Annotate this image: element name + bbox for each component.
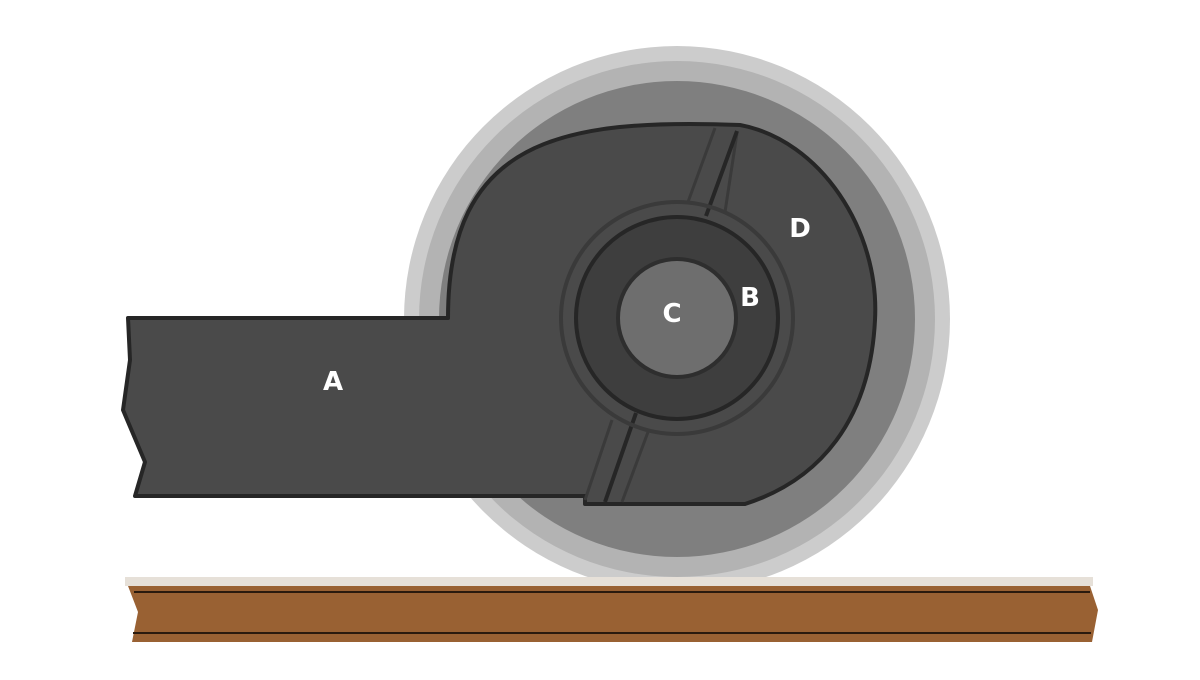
housing-groove-bottom — [583, 419, 650, 503]
rail-top-strip — [125, 577, 1093, 586]
label-c: C — [662, 299, 681, 329]
axle — [616, 257, 738, 379]
label-b: B — [740, 283, 760, 313]
housing-groove-top — [686, 127, 739, 213]
rail — [125, 577, 1098, 642]
housing-split-top — [704, 130, 739, 217]
label-d: D — [789, 214, 811, 244]
housing-split-bottom — [603, 412, 638, 503]
bearing-seat-groove — [559, 200, 795, 436]
label-a: A — [323, 367, 343, 397]
rail-body — [128, 586, 1098, 642]
